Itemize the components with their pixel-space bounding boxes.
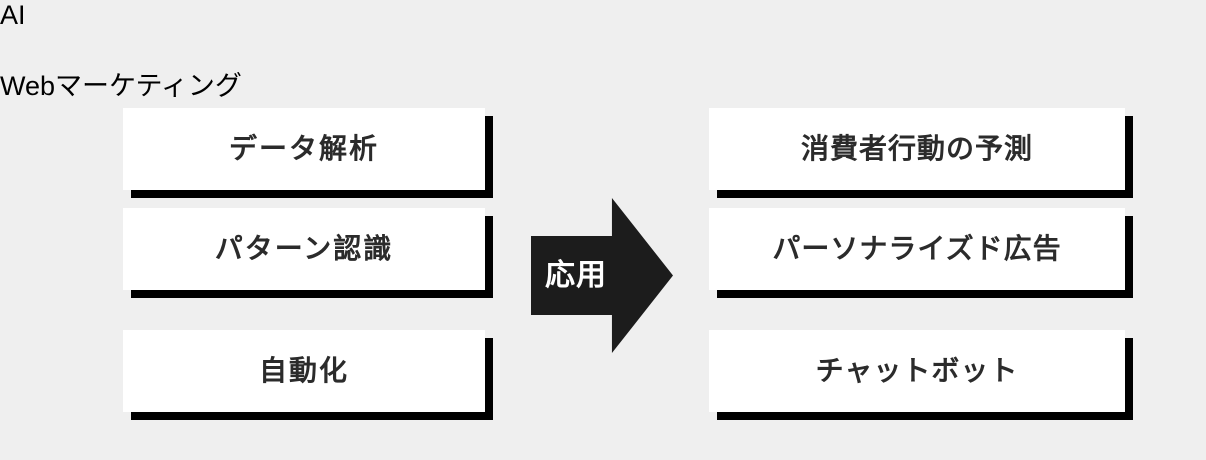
item-box-ai-1-label: データ解析	[228, 133, 379, 164]
category-tab-ai: AI	[0, 0, 178, 64]
item-box-ai-2: パターン認識	[123, 208, 485, 290]
item-box-ai-3: 自動化	[123, 330, 485, 412]
connector-arrow-label: 応用	[545, 258, 607, 292]
item-box-ai-3-label: 自動化	[258, 355, 349, 386]
item-box-web-1-label: 消費者行動の予測	[800, 133, 1033, 164]
item-box-web-3-label: チャットボット	[815, 355, 1019, 386]
item-box-web-1: 消費者行動の予測	[709, 108, 1125, 190]
item-box-web-2-label: パーソナライズド広告	[772, 233, 1062, 264]
category-tab-web-marketing-label: Webマーケティング	[0, 71, 242, 101]
item-box-ai-1: データ解析	[123, 108, 485, 190]
item-box-web-3: チャットボット	[709, 330, 1125, 412]
category-tab-ai-label: AI	[0, 0, 26, 30]
connector-arrow: 応用	[531, 198, 673, 353]
item-box-web-2: パーソナライズド広告	[709, 208, 1125, 290]
column-ai: データ解析 パターン認識 自動化	[0, 0, 520, 460]
item-box-ai-2-label: パターン認識	[214, 233, 394, 264]
category-tab-web-marketing: Webマーケティング	[0, 64, 388, 128]
